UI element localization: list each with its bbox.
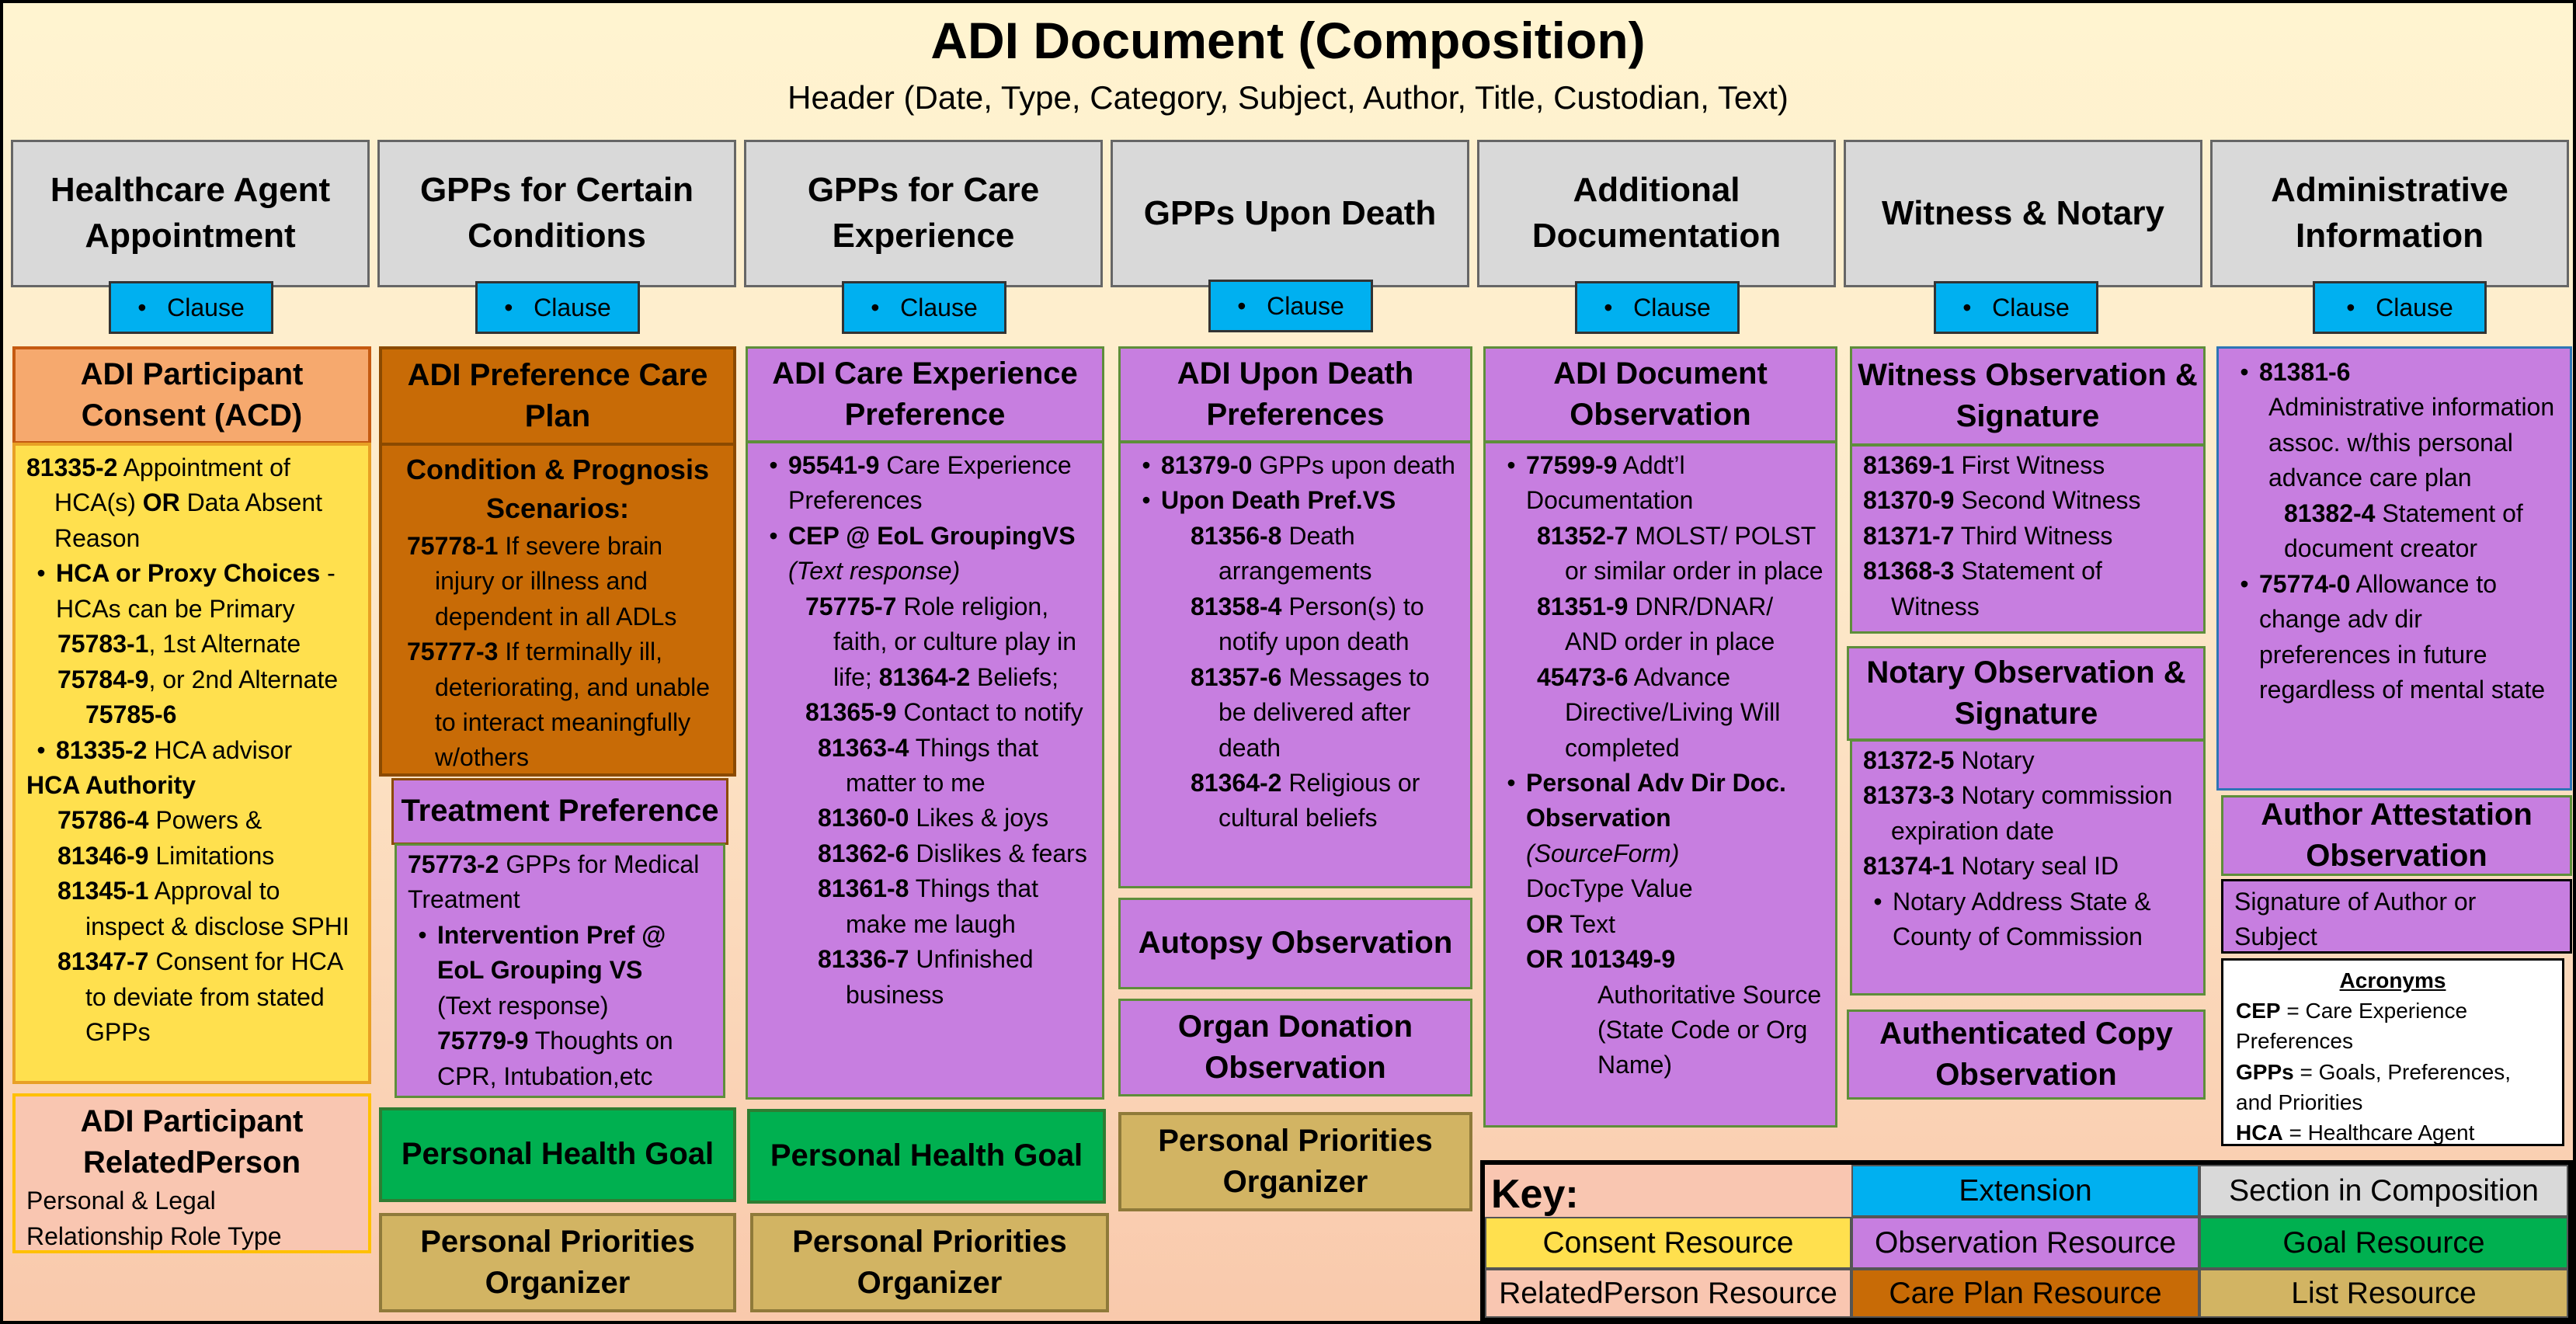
author-attestation-header: Author Attestation Observation [2221,795,2572,876]
section-gpps-upon-death: GPPs Upon Death [1111,140,1469,287]
organ-donation-observation: Organ Donation Observation [1118,999,1472,1096]
section-gpps-conditions: GPPs for Certain Conditions [377,140,736,287]
clause-badge: • Clause [1575,281,1740,334]
treatment-preference-header: Treatment Preference [391,778,728,845]
legend-section: Section in Composition [2199,1165,2568,1217]
section-administrative-information: Administrative Information [2210,140,2569,287]
notary-body: 81372-5 Notary 81373-3 Notary commission… [1850,739,2206,996]
witness-header: Witness Observation & Signature [1850,346,2206,446]
section-gpps-care-experience: GPPs for Care Experience [744,140,1103,287]
legend-observation: Observation Resource [1851,1217,2199,1269]
legend-goal: Goal Resource [2199,1217,2568,1269]
diagram-title: ADI Document (Composition) [930,12,1646,69]
document-observation-body: 77599-9 Addt’l Documentation 81352-7 MOL… [1483,441,1837,1128]
clause-badge: • Clause [2313,281,2487,334]
authenticated-copy-observation: Authenticated Copy Observation [1847,1010,2206,1100]
document-observation-header: ADI Document Observation [1483,346,1837,443]
section-witness-notary: Witness & Notary [1844,140,2202,287]
legend-consent: Consent Resource [1485,1217,1851,1269]
clause-badge: • Clause [1934,281,2098,334]
consent-header: ADI Participant Consent (ACD) [12,346,371,444]
legend-care-plan: Care Plan Resource [1851,1269,2199,1318]
list-box: Personal Priorities Organizer [1118,1112,1472,1211]
legend-title: Key: [1491,1172,1579,1217]
clause-badge: • Clause [1208,280,1373,332]
treatment-preference-body: 75773-2 GPPs for Medical Treatment Inter… [395,843,725,1098]
care-experience-body: 95541-9 Care Experience Preferences CEP … [746,441,1104,1100]
related-person-box: ADI Participant RelatedPerson Personal &… [12,1093,371,1253]
legend-list: List Resource [2199,1269,2568,1318]
clause-badge: • Clause [842,281,1006,334]
diagram-subtitle: Header (Date, Type, Category, Subject, A… [787,79,1789,116]
consent-body: 81335-2 Appointment of HCA(s) OR Data Ab… [12,443,371,1084]
notary-header: Notary Observation & Signature [1847,646,2206,741]
list-box: Personal Priorities Organizer [379,1213,736,1312]
clause-badge: • Clause [109,281,273,334]
legend-key: Key: Extension Section in Composition Co… [1480,1160,2573,1322]
care-experience-header: ADI Care Experience Preference [746,346,1104,443]
acronyms-box: Acronyms CEP = Care Experience Preferenc… [2221,958,2564,1146]
clause-badge: • Clause [475,281,640,334]
author-attestation-body: Signature of Author or Subject [2221,879,2572,954]
upon-death-header: ADI Upon Death Preferences [1118,346,1472,443]
list-box: Personal Priorities Organizer [750,1213,1109,1312]
legend-extension: Extension [1851,1165,2199,1217]
section-healthcare-agent: Healthcare Agent Appointment [11,140,370,287]
autopsy-observation: Autopsy Observation [1118,898,1472,989]
section-additional-documentation: Additional Documentation [1477,140,1836,287]
witness-body: 81369-1 First Witness 81370-9 Second Wit… [1850,444,2206,634]
goal-box: Personal Health Goal [379,1107,736,1202]
legend-related-person: RelatedPerson Resource [1485,1269,1851,1318]
goal-box: Personal Health Goal [747,1109,1106,1204]
careplan-body: Condition & Prognosis Scenarios: 75778-1… [379,443,736,777]
careplan-header: ADI Preference Care Plan [379,346,736,446]
upon-death-body: 81379-0 GPPs upon death Upon Death Pref.… [1118,441,1472,888]
